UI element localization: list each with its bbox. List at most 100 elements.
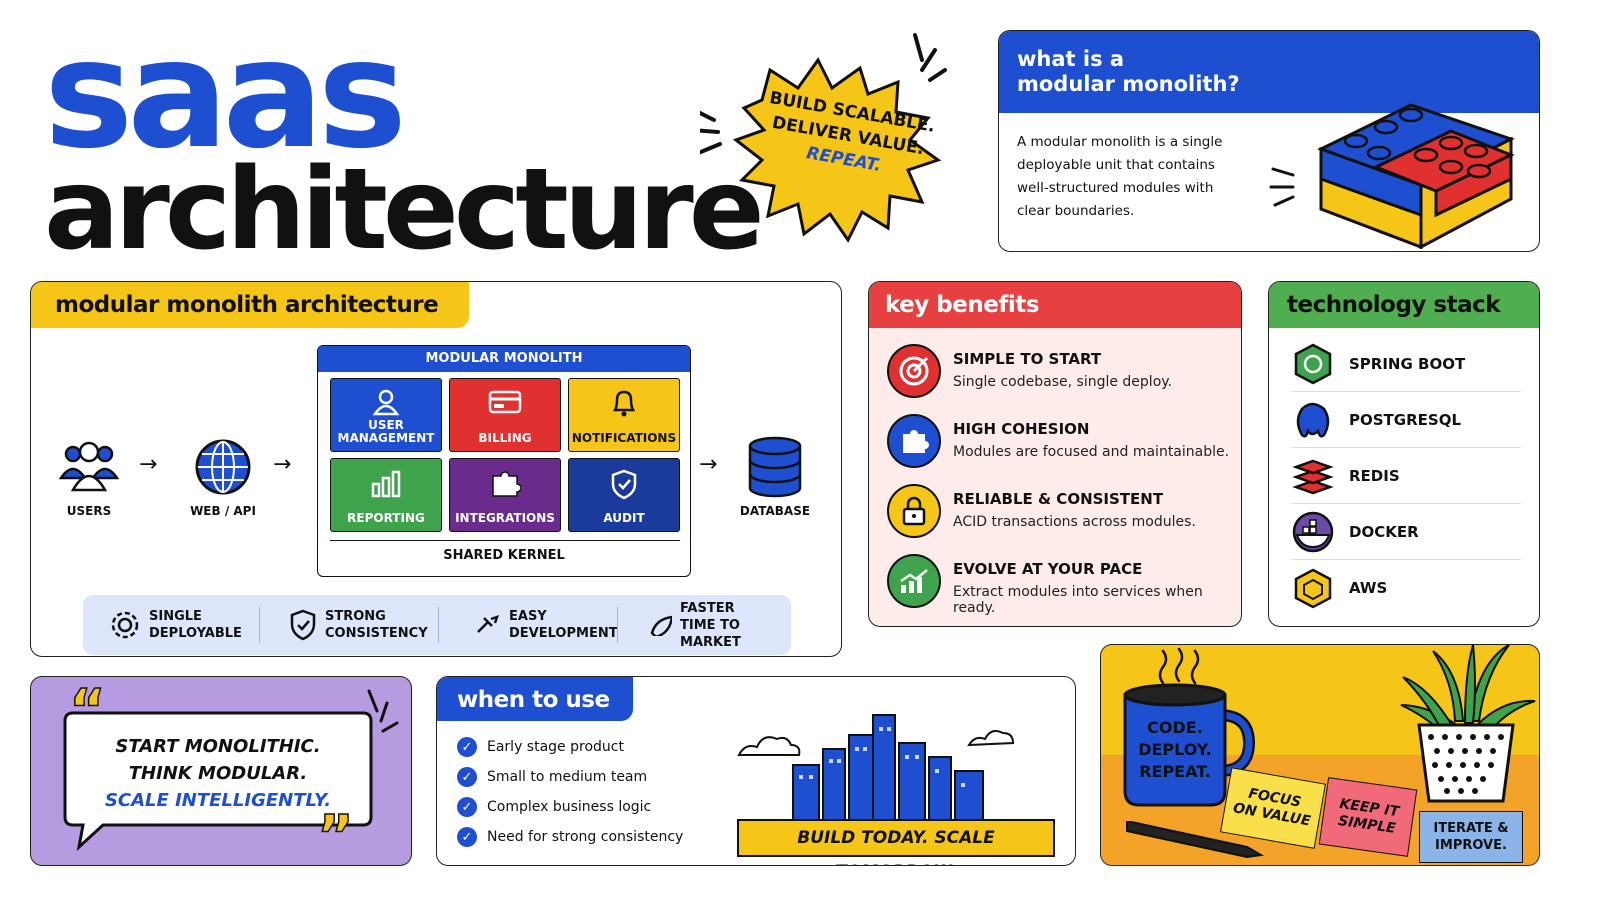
bell-icon <box>612 390 636 417</box>
mug-line2: DEPLOY. <box>1138 740 1212 759</box>
postgresql-icon <box>1291 398 1335 442</box>
growth-chart-icon <box>887 554 941 608</box>
when-to-use-title: when to use <box>437 677 633 721</box>
open-quote-icon: “ <box>68 678 106 743</box>
puzzle-icon <box>492 471 521 497</box>
burst-shape-icon <box>688 33 947 243</box>
gear-icon <box>111 611 139 639</box>
key-benefits-card: key benefits SIMPLE TO START Single code… <box>868 281 1242 627</box>
kernel-divider <box>330 540 680 541</box>
build-today-banner: BUILD TODAY. SCALE TOMORROW. <box>737 819 1055 865</box>
hero-title-saas: saas <box>44 8 407 182</box>
architecture-card: modular monolith architecture USERS → WE… <box>30 281 842 657</box>
hero-title-architecture: architecture <box>44 145 765 275</box>
what-is-title-line1: what is a <box>1017 47 1125 71</box>
shared-kernel-label: SHARED KERNEL <box>443 548 565 563</box>
quote-line1: START MONOLITHIC. <box>115 736 321 757</box>
what-is-card: what is a modular monolith? A modular mo… <box>998 30 1540 252</box>
tech-aws: AWS <box>1291 560 1521 616</box>
feature-divider <box>617 607 618 643</box>
web-api-label: WEB / API <box>190 504 256 518</box>
lock-icon <box>887 484 941 538</box>
check-icon: ✓ <box>457 827 477 847</box>
users-icon <box>59 441 119 492</box>
database-icon <box>748 436 802 498</box>
shield-check-icon <box>290 609 316 641</box>
aws-icon <box>1291 566 1335 610</box>
check-icon: ✓ <box>457 737 477 757</box>
redis-icon <box>1291 454 1335 498</box>
use-item: ✓Early stage product <box>457 737 624 757</box>
docker-icon <box>1291 510 1335 554</box>
module-reporting: REPORTING <box>330 458 442 532</box>
arrow-icon: → <box>699 452 718 477</box>
mug-line1: CODE. <box>1147 718 1203 737</box>
rocket-icon <box>650 615 673 636</box>
feature-divider <box>259 607 260 643</box>
hero-title: saas architecture <box>44 20 765 266</box>
technology-stack-title: technology stack <box>1287 292 1501 318</box>
benefit-simple-to-start: SIMPLE TO START Single codebase, single … <box>887 344 1241 410</box>
close-quote-icon: ” <box>316 804 354 866</box>
mug-line3: REPEAT. <box>1139 762 1211 781</box>
quote-line2: THINK MODULAR. <box>128 763 308 784</box>
benefit-evolve-at-your-pace: EVOLVE AT YOUR PACE Extract modules into… <box>887 554 1241 620</box>
arrow-icon: → <box>139 452 158 477</box>
target-icon <box>887 344 941 398</box>
container-title: MODULAR MONOLITH <box>318 346 690 372</box>
module-integrations: INTEGRATIONS <box>449 458 561 532</box>
when-to-use-card: when to use ✓Early stage product ✓Small … <box>436 676 1076 866</box>
what-is-body: A modular monolith is a single deployabl… <box>1017 134 1223 219</box>
benefit-reliable-consistent: RELIABLE & CONSISTENT ACID transactions … <box>887 484 1241 550</box>
puzzle-icon <box>887 414 941 468</box>
check-icon: ✓ <box>457 767 477 787</box>
shield-icon <box>611 469 637 500</box>
user-icon <box>372 389 400 416</box>
desk-illustration-card: CODE. DEPLOY. REPEAT. FOCUS ON VALUE KEE… <box>1100 644 1540 866</box>
globe-icon <box>195 439 251 495</box>
tech-docker: DOCKER <box>1291 504 1521 560</box>
quote-card: “ ” START MONOLITHIC. THINK MODULAR. SCA… <box>30 676 412 866</box>
use-item: ✓Complex business logic <box>457 797 651 817</box>
module-audit: AUDIT <box>568 458 680 532</box>
tech-postgresql: POSTGRESQL <box>1291 392 1521 448</box>
benefit-high-cohesion: HIGH COHESION Modules are focused and ma… <box>887 414 1241 480</box>
check-icon: ✓ <box>457 797 477 817</box>
database-label: DATABASE <box>739 504 811 518</box>
module-billing: BILLING <box>449 378 561 452</box>
sticky-note-iterate: ITERATE & IMPROVE. <box>1419 811 1523 863</box>
technology-stack-header <box>1269 282 1539 328</box>
bar-chart-icon <box>371 470 401 498</box>
coffee-mug-icon <box>1123 647 1256 807</box>
spring-boot-icon <box>1291 342 1335 386</box>
what-is-title-line2: modular monolith? <box>1017 72 1240 96</box>
what-is-header <box>999 31 1539 113</box>
module-notifications: NOTIFICATIONS <box>568 378 680 452</box>
feature-divider <box>438 607 439 643</box>
slogan-burst: BUILD SCALABLE. DELIVER VALUE. REPEAT. <box>688 30 970 250</box>
potted-plant-icon <box>1400 645 1536 803</box>
architecture-title: modular monolith architecture <box>31 282 469 328</box>
lego-bricks-icon <box>1269 103 1515 249</box>
use-item: ✓Need for strong consistency <box>457 827 683 847</box>
technology-stack-card: technology stack SPRING BOOT POSTGRESQL … <box>1268 281 1540 627</box>
key-benefits-title: key benefits <box>885 292 1039 318</box>
tech-spring-boot: SPRING BOOT <box>1291 336 1521 392</box>
speech-bubble-icon <box>63 689 399 852</box>
quote-line3: SCALE INTELLIGENTLY. <box>104 790 332 811</box>
tech-redis: REDIS <box>1291 448 1521 504</box>
users-label: USERS <box>66 504 112 518</box>
tools-icon <box>477 615 499 633</box>
credit-card-icon <box>488 390 522 414</box>
arrow-icon: → <box>273 452 292 477</box>
use-item: ✓Small to medium team <box>457 767 647 787</box>
key-benefits-header <box>869 282 1241 328</box>
pen-icon <box>1126 821 1265 859</box>
